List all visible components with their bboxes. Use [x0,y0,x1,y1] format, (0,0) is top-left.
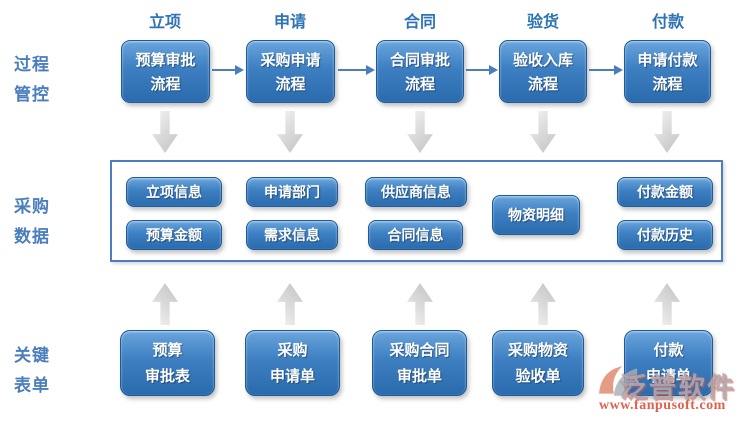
row-label-line: 数据 [14,227,50,247]
block-arrow-up-icon [277,283,303,325]
data-item-box-request-dept: 申请部门 [246,177,338,207]
watermark-url: www.fanpusoft.com [599,398,726,413]
form-box-line: 预算 [152,341,183,359]
col-header-contract: 合同 [403,12,436,31]
block-arrow-down-icon [152,111,178,153]
col-header-payment: 付款 [651,12,684,31]
process-flow-box-purchase-request: 采购申请 流程 [246,40,335,103]
form-box-line: 采购 [277,341,308,359]
flow-arrow-right-icon [338,65,375,75]
row-label-key-forms: 关键 表单 [14,341,50,401]
row-label-process-control: 过程 管控 [14,50,50,110]
row-label-line: 表单 [14,376,50,396]
data-item-box-payment-amount: 付款金额 [617,177,713,207]
block-arrow-up-icon [152,283,178,325]
row-label-line: 过程 [14,55,50,75]
flow-arrow-right-icon [466,65,498,75]
data-item-box-budget-amount: 预算金额 [126,220,222,250]
process-flow-box-budget-approval: 预算审批 流程 [121,40,210,103]
row-label-line: 管控 [14,85,50,105]
watermark-brand: 泛普软件 [620,373,736,404]
form-box-payment-request-form: 付款 申请单 [624,330,713,396]
flow-arrow-right-icon [212,65,244,75]
block-arrow-down-icon [530,111,556,153]
process-flow-box-receiving: 验收入库 流程 [499,40,587,103]
block-arrow-down-icon [654,111,680,153]
process-box-line: 预算审批 [135,50,196,69]
row-label-purchase-data: 采购 数据 [14,192,50,252]
form-box-line: 付款 [653,341,684,359]
form-box-budget-approval-form: 预算 审批表 [120,330,215,396]
col-header-initiation: 立项 [148,12,181,31]
process-flow-box-contract-approval: 合同审批 流程 [376,40,464,103]
process-box-line: 流程 [652,74,683,93]
process-box-line: 验收入库 [512,50,573,69]
process-flow-box-payment-request: 申请付款 流程 [624,40,711,103]
data-item-box-material-detail: 物资明细 [492,195,580,235]
process-box-line: 流程 [527,74,558,93]
form-box-purchase-request-form: 采购 申请单 [245,330,340,396]
process-box-line: 流程 [404,74,435,93]
block-arrow-down-icon [407,111,433,153]
form-box-line: 审批单 [396,367,442,385]
watermark-logo-icon [596,362,640,400]
block-arrow-up-icon [407,283,433,325]
process-box-line: 流程 [275,74,306,93]
process-box-line: 申请付款 [637,50,698,69]
process-box-line: 流程 [150,74,181,93]
flow-arrow-right-icon [589,65,623,75]
data-item-box-supplier-info: 供应商信息 [365,177,467,207]
block-arrow-up-icon [530,283,556,325]
data-item-box-payment-history: 付款历史 [617,220,713,250]
row-label-line: 关键 [14,346,50,366]
process-box-line: 采购申请 [260,50,321,69]
row-label-line: 采购 [14,197,50,217]
process-box-line: 合同审批 [389,50,450,69]
block-arrow-down-icon [277,111,303,153]
col-header-application: 申请 [273,12,306,31]
data-item-box-project-info: 立项信息 [126,177,222,207]
form-box-line: 申请单 [269,367,315,385]
form-box-line: 采购合同 [389,341,450,359]
form-box-line: 申请单 [645,367,691,385]
data-item-box-contract-info: 合同信息 [368,220,463,250]
block-arrow-up-icon [654,283,680,325]
form-box-material-receipt-form: 采购物资 验收单 [492,330,584,396]
form-box-line: 审批表 [144,367,190,385]
form-box-contract-approval-form: 采购合同 审批单 [372,330,467,396]
form-box-line: 采购物资 [507,341,568,359]
data-item-box-demand-info: 需求信息 [246,220,338,250]
col-header-inspection: 验货 [526,12,559,31]
form-box-line: 验收单 [515,367,561,385]
